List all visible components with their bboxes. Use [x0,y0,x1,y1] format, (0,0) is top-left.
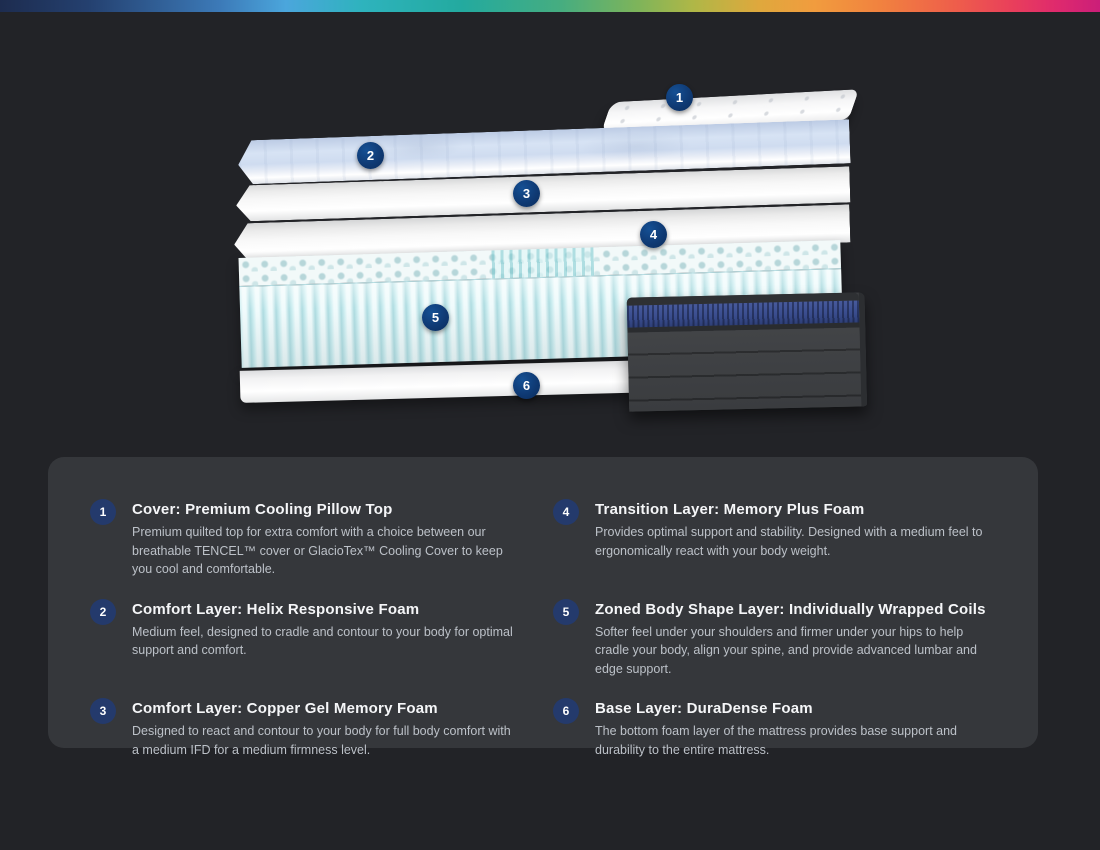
legend-grid: 1 Cover: Premium Cooling Pillow Top Prem… [90,499,996,759]
diagram-badge-6: 6 [513,372,540,399]
coil-center-zone [491,247,595,279]
legend-title-5: Zoned Body Shape Layer: Individually Wra… [595,600,986,618]
layers-info-card: 1 Cover: Premium Cooling Pillow Top Prem… [48,457,1038,757]
diagram-badge-1: 1 [666,84,693,111]
legend-badge-1: 1 [90,499,116,525]
legend-description-6: The bottom foam layer of the mattress pr… [595,724,957,757]
legend-text-1: Cover: Premium Cooling Pillow Top Premiu… [132,500,553,579]
legend-description-2: Medium feel, designed to cradle and cont… [132,624,513,658]
legend-title-2: Comfort Layer: Helix Responsive Foam [132,600,420,618]
mattress-layers-diagram: 1 2 3 4 5 6 [0,12,1100,442]
legend-description-5: Softer feel under your shoulders and fir… [595,624,977,676]
legend-badge-2: 2 [90,598,116,625]
legend-title-1: Cover: Premium Cooling Pillow Top [132,501,393,518]
legend-item-5: 5 Zoned Body Shape Layer: Individually W… [553,598,996,679]
diagram-badge-2: 2 [357,142,384,169]
brand-gradient-bar [0,0,1100,12]
legend-title-3: Comfort Layer: Copper Gel Memory Foam [132,700,438,717]
legend-item-4: 4 Transition Layer: Memory Plus Foam Pro… [553,499,996,579]
legend-text-3: Comfort Layer: Copper Gel Memory Foam De… [132,699,553,759]
legend-text-4: Transition Layer: Memory Plus Foam Provi… [595,500,996,560]
diagram-badge-4: 4 [640,221,667,248]
legend-title-4: Transition Layer: Memory Plus Foam [595,501,865,518]
legend-text-6: Base Layer: DuraDense Foam The bottom fo… [595,699,996,759]
legend-badge-6: 6 [553,698,579,724]
legend-item-2: 2 Comfort Layer: Helix Responsive Foam M… [90,598,553,679]
corner-quilted-side [627,327,862,412]
legend-text-2: Comfort Layer: Helix Responsive Foam Med… [132,600,553,660]
legend-badge-3: 3 [90,698,116,724]
diagram-badge-5: 5 [422,304,449,331]
legend-title-6: Base Layer: DuraDense Foam [595,700,813,717]
diagram-badge-3: 3 [513,180,540,207]
legend-item-6: 6 Base Layer: DuraDense Foam The bottom … [553,698,996,759]
legend-text-5: Zoned Body Shape Layer: Individually Wra… [595,600,996,679]
legend-description-3: Designed to react and contour to your bo… [132,724,511,757]
mattress-corner-piece [626,292,868,412]
legend-item-1: 1 Cover: Premium Cooling Pillow Top Prem… [90,499,553,579]
legend-description-4: Provides optimal support and stability. … [595,525,983,558]
legend-description-1: Premium quilted top for extra comfort wi… [132,525,503,576]
legend-badge-5: 5 [553,598,579,625]
legend-item-3: 3 Comfort Layer: Copper Gel Memory Foam … [90,698,553,759]
legend-badge-4: 4 [553,499,579,525]
